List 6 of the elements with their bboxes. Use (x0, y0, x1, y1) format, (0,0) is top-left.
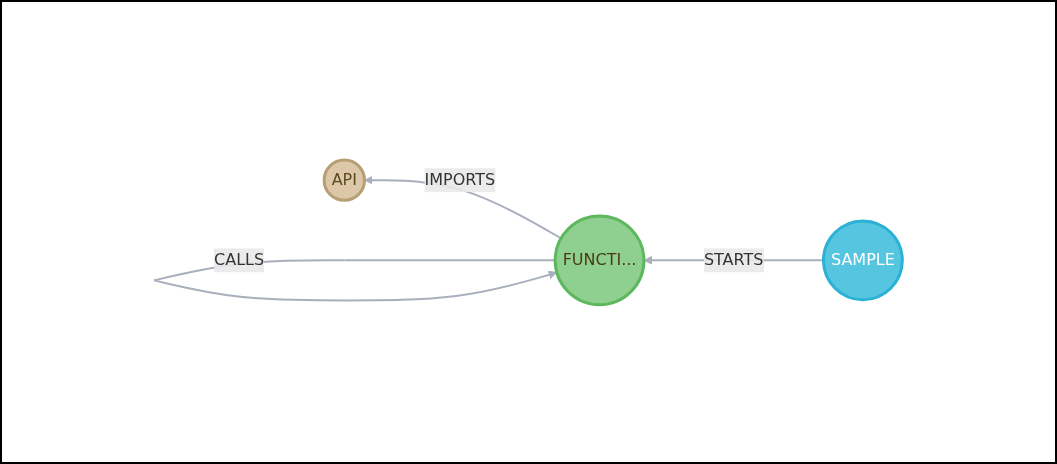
node-circle: FUNCTI... (553, 214, 646, 306)
node-circle: API (323, 158, 367, 202)
edge-label: STARTS (704, 249, 764, 269)
node-circle: SAMPLE (822, 219, 905, 301)
edge-label: CALLS (214, 249, 265, 269)
edge-label: IMPORTS (424, 169, 496, 189)
